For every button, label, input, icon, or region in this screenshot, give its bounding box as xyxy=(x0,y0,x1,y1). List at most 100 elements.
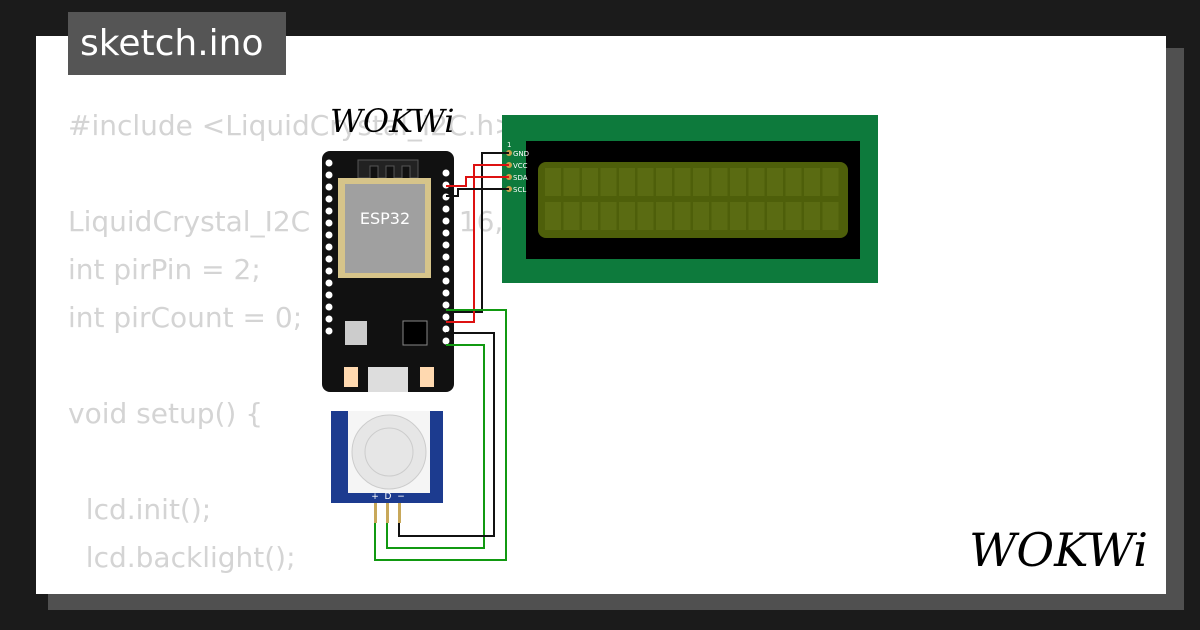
usb-uart-chip xyxy=(402,320,428,346)
pir-sensor[interactable]: + D − xyxy=(331,411,443,523)
esp32-pin xyxy=(442,241,450,249)
wire-vcc-lcd xyxy=(446,164,509,323)
lcd-cell xyxy=(693,168,709,196)
esp32-pin xyxy=(325,303,333,311)
esp32-chip xyxy=(345,184,425,273)
lcd-cell xyxy=(785,168,802,196)
pir-dome-icon xyxy=(351,414,427,490)
code-line: #include <LiquidCrystal_I2C.h> xyxy=(68,109,518,142)
wire-sda-lcd xyxy=(446,176,509,187)
lcd-pin-label: VCC xyxy=(513,162,528,170)
wire-vcc-pir xyxy=(374,309,507,561)
esp32-pin xyxy=(442,229,450,237)
lcd-1602[interactable]: 1 GND VCC SDA SCL xyxy=(502,115,878,283)
lcd-cell xyxy=(711,168,728,196)
lcd-cell xyxy=(545,168,561,196)
lcd-cell xyxy=(767,202,783,230)
esp32-right-pins xyxy=(442,169,450,345)
button-boot-icon[interactable] xyxy=(344,367,358,387)
pir-pin-plus: + xyxy=(371,492,379,502)
lcd-cell xyxy=(563,168,580,196)
lcd-pin-label: SCL xyxy=(513,186,526,194)
esp32-pin xyxy=(442,217,450,225)
esp32-pin xyxy=(442,337,450,345)
code-line: int pirPin = 2; xyxy=(68,253,261,286)
esp32-pin xyxy=(442,205,450,213)
lcd-cell xyxy=(711,202,728,230)
esp32-pin xyxy=(325,219,333,227)
lcd-cell xyxy=(619,202,635,230)
lcd-pin-header: GND VCC SDA SCL xyxy=(506,150,529,194)
wire-signal-pir xyxy=(386,344,485,549)
lcd-cell xyxy=(637,202,654,230)
lcd-cell xyxy=(767,168,783,196)
wire-gnd-lcd xyxy=(446,152,509,313)
usb-port-icon xyxy=(368,367,408,392)
esp32-pin xyxy=(325,255,333,263)
esp32-pin xyxy=(325,291,333,299)
pir-leg-minus xyxy=(398,503,401,523)
esp32-board[interactable]: ESP32 xyxy=(322,151,454,392)
lcd-pin-label: SDA xyxy=(513,174,528,182)
lcd-cell xyxy=(785,202,802,230)
esp32-pin xyxy=(442,265,450,273)
lcd-cell xyxy=(600,202,617,230)
wire-scl-lcd xyxy=(446,188,509,197)
wokwi-logo-corner: WOKWi xyxy=(969,523,1148,577)
lcd-cells xyxy=(545,168,839,230)
pir-pin-d: D xyxy=(385,492,392,502)
lcd-pin-label: GND xyxy=(513,150,529,158)
esp32-pin xyxy=(325,327,333,335)
wires xyxy=(374,152,509,561)
code-line: lcd.backlight(); xyxy=(68,541,296,574)
esp32-pin xyxy=(325,231,333,239)
button-reset-icon[interactable] xyxy=(420,367,434,387)
esp32-pin xyxy=(442,277,450,285)
esp32-pin xyxy=(442,289,450,297)
file-name-tab[interactable]: sketch.ino xyxy=(68,12,286,75)
lcd-cell xyxy=(582,168,598,196)
lcd-pin1-marker: 1 xyxy=(507,141,511,149)
esp32-chip-label: ESP32 xyxy=(360,209,410,228)
lcd-cell xyxy=(674,168,691,196)
code-line: lcd.clear(); xyxy=(68,582,550,594)
lcd-cell xyxy=(822,168,839,196)
lcd-cell xyxy=(637,168,654,196)
lcd-cell xyxy=(563,202,580,230)
lcd-cell xyxy=(804,168,820,196)
esp32-pin xyxy=(442,169,450,177)
lcd-cell xyxy=(674,202,691,230)
esp32-pin xyxy=(325,243,333,251)
code-line: int pirCount = 0; xyxy=(68,301,303,334)
lcd-cell xyxy=(804,202,820,230)
esp32-pin xyxy=(325,279,333,287)
lcd-cell xyxy=(693,202,709,230)
code-line: lcd.init(); xyxy=(68,493,212,526)
lcd-cell xyxy=(730,202,746,230)
lcd-cell xyxy=(822,202,839,230)
lcd-cell xyxy=(545,202,561,230)
pir-leg-d xyxy=(386,503,389,523)
pir-leg-plus xyxy=(374,503,377,523)
esp32-pin xyxy=(442,253,450,261)
pir-pin-minus: − xyxy=(397,492,405,502)
esp32-pin xyxy=(442,301,450,309)
wire-gnd-pir xyxy=(398,332,495,537)
lcd-cell xyxy=(656,168,672,196)
code-line: void setup() { xyxy=(68,397,264,430)
esp32-pin xyxy=(325,183,333,191)
lcd-cell xyxy=(748,202,765,230)
esp32-pin xyxy=(442,325,450,333)
pir-dome-ring xyxy=(364,427,414,477)
esp32-pin xyxy=(325,267,333,275)
lcd-cell xyxy=(619,168,635,196)
lcd-cell xyxy=(582,202,598,230)
esp32-pin xyxy=(325,195,333,203)
wokwi-logo-diagram: WOKWi xyxy=(330,102,454,140)
lcd-cell xyxy=(656,202,672,230)
esp32-pin xyxy=(325,315,333,323)
lcd-cell xyxy=(730,168,746,196)
esp32-pin xyxy=(325,207,333,215)
lcd-cell xyxy=(748,168,765,196)
